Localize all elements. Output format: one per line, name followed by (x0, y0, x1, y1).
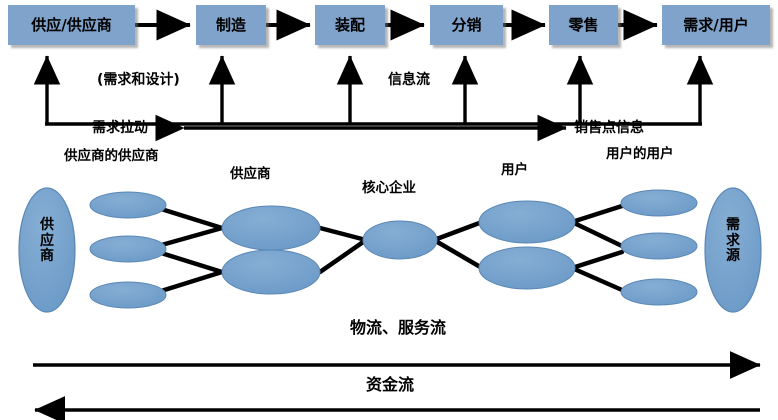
link-core-to-user-1 (431, 219, 485, 243)
information-flow-label: 信息流 (388, 72, 430, 88)
tier-label-supplier-of-supplier: 供应商的供应商 (64, 148, 159, 164)
demand-and-design-label: (需求和设计) (97, 72, 180, 88)
link-sup2-2-to-sup-1 (155, 225, 225, 249)
pos-information-label: 销售点信息 (574, 120, 644, 136)
link-sup2-1-to-sup-1 (155, 205, 225, 231)
stage-box-supply[interactable]: 供应/供应商 (8, 5, 135, 45)
tier-label-user: 用户 (501, 162, 528, 178)
logistics-service-flow-label: 物流、服务流 (350, 318, 447, 337)
link-user-1-to-user2-1 (569, 203, 625, 225)
tier-label-user-of-user: 用户的用户 (606, 146, 674, 162)
link-sup2-3-to-sup-2 (155, 269, 225, 295)
network-links-right (431, 203, 625, 293)
supplier-source-label: 供应商 (40, 217, 54, 265)
user-of-user-nodes (620, 189, 698, 306)
link-sup2-2-to-sup-2 (155, 249, 225, 275)
stage-box-assembly[interactable]: 装配 (315, 5, 385, 45)
network-links-left (155, 205, 369, 295)
tier-label-core-enterprise: 核心企业 (362, 180, 416, 196)
supplier-nodes (221, 205, 321, 295)
stage-box-manufacture[interactable]: 制造 (196, 5, 266, 45)
stage-box-label: 需求/用户 (683, 15, 749, 34)
node-sos-2 (89, 235, 167, 263)
link-core-to-user-2 (431, 237, 485, 271)
link-sup-1-to-core (317, 225, 369, 243)
stage-box-retail[interactable]: 零售 (549, 5, 618, 45)
node-user-1 (478, 200, 576, 244)
stage-box-label: 零售 (568, 15, 599, 34)
stage-box-label: 制造 (215, 15, 246, 34)
link-sup-2-to-core (317, 237, 369, 275)
node-user-2 (478, 246, 576, 290)
stage-box-distribution[interactable]: 分销 (430, 5, 503, 45)
node-supplier-1 (221, 205, 321, 251)
capital-flow-label: 资金流 (366, 375, 415, 394)
capital-flow-arrows (33, 350, 761, 420)
node-sos-1 (89, 191, 167, 219)
tier-label-supplier: 供应商 (230, 166, 271, 182)
node-uou-3 (620, 278, 698, 306)
demand-source-label: 需求源 (726, 217, 740, 265)
supplier-source-ellipse (18, 187, 76, 313)
stage-box-label: 装配 (334, 15, 365, 34)
link-user-1-to-user2-2 (569, 219, 625, 249)
user-nodes (478, 200, 576, 290)
stage-box-demand[interactable]: 需求/用户 (662, 5, 770, 45)
demand-pull-label: 需求拉动 (92, 120, 148, 136)
node-uou-2 (620, 232, 698, 260)
link-user-2-to-user2-3 (569, 265, 625, 293)
supplier-of-supplier-nodes (89, 191, 167, 309)
node-sos-3 (89, 281, 167, 309)
stage-box-label: 供应/供应商 (31, 15, 112, 34)
demand-source-ellipse (704, 187, 762, 313)
stage-box-label: 分销 (451, 15, 482, 34)
node-uou-1 (620, 189, 698, 217)
information-flow-lines (33, 55, 714, 126)
node-core-enterprise (362, 220, 438, 260)
node-supplier-2 (221, 249, 321, 295)
link-user-2-to-user2-2 (569, 249, 625, 271)
